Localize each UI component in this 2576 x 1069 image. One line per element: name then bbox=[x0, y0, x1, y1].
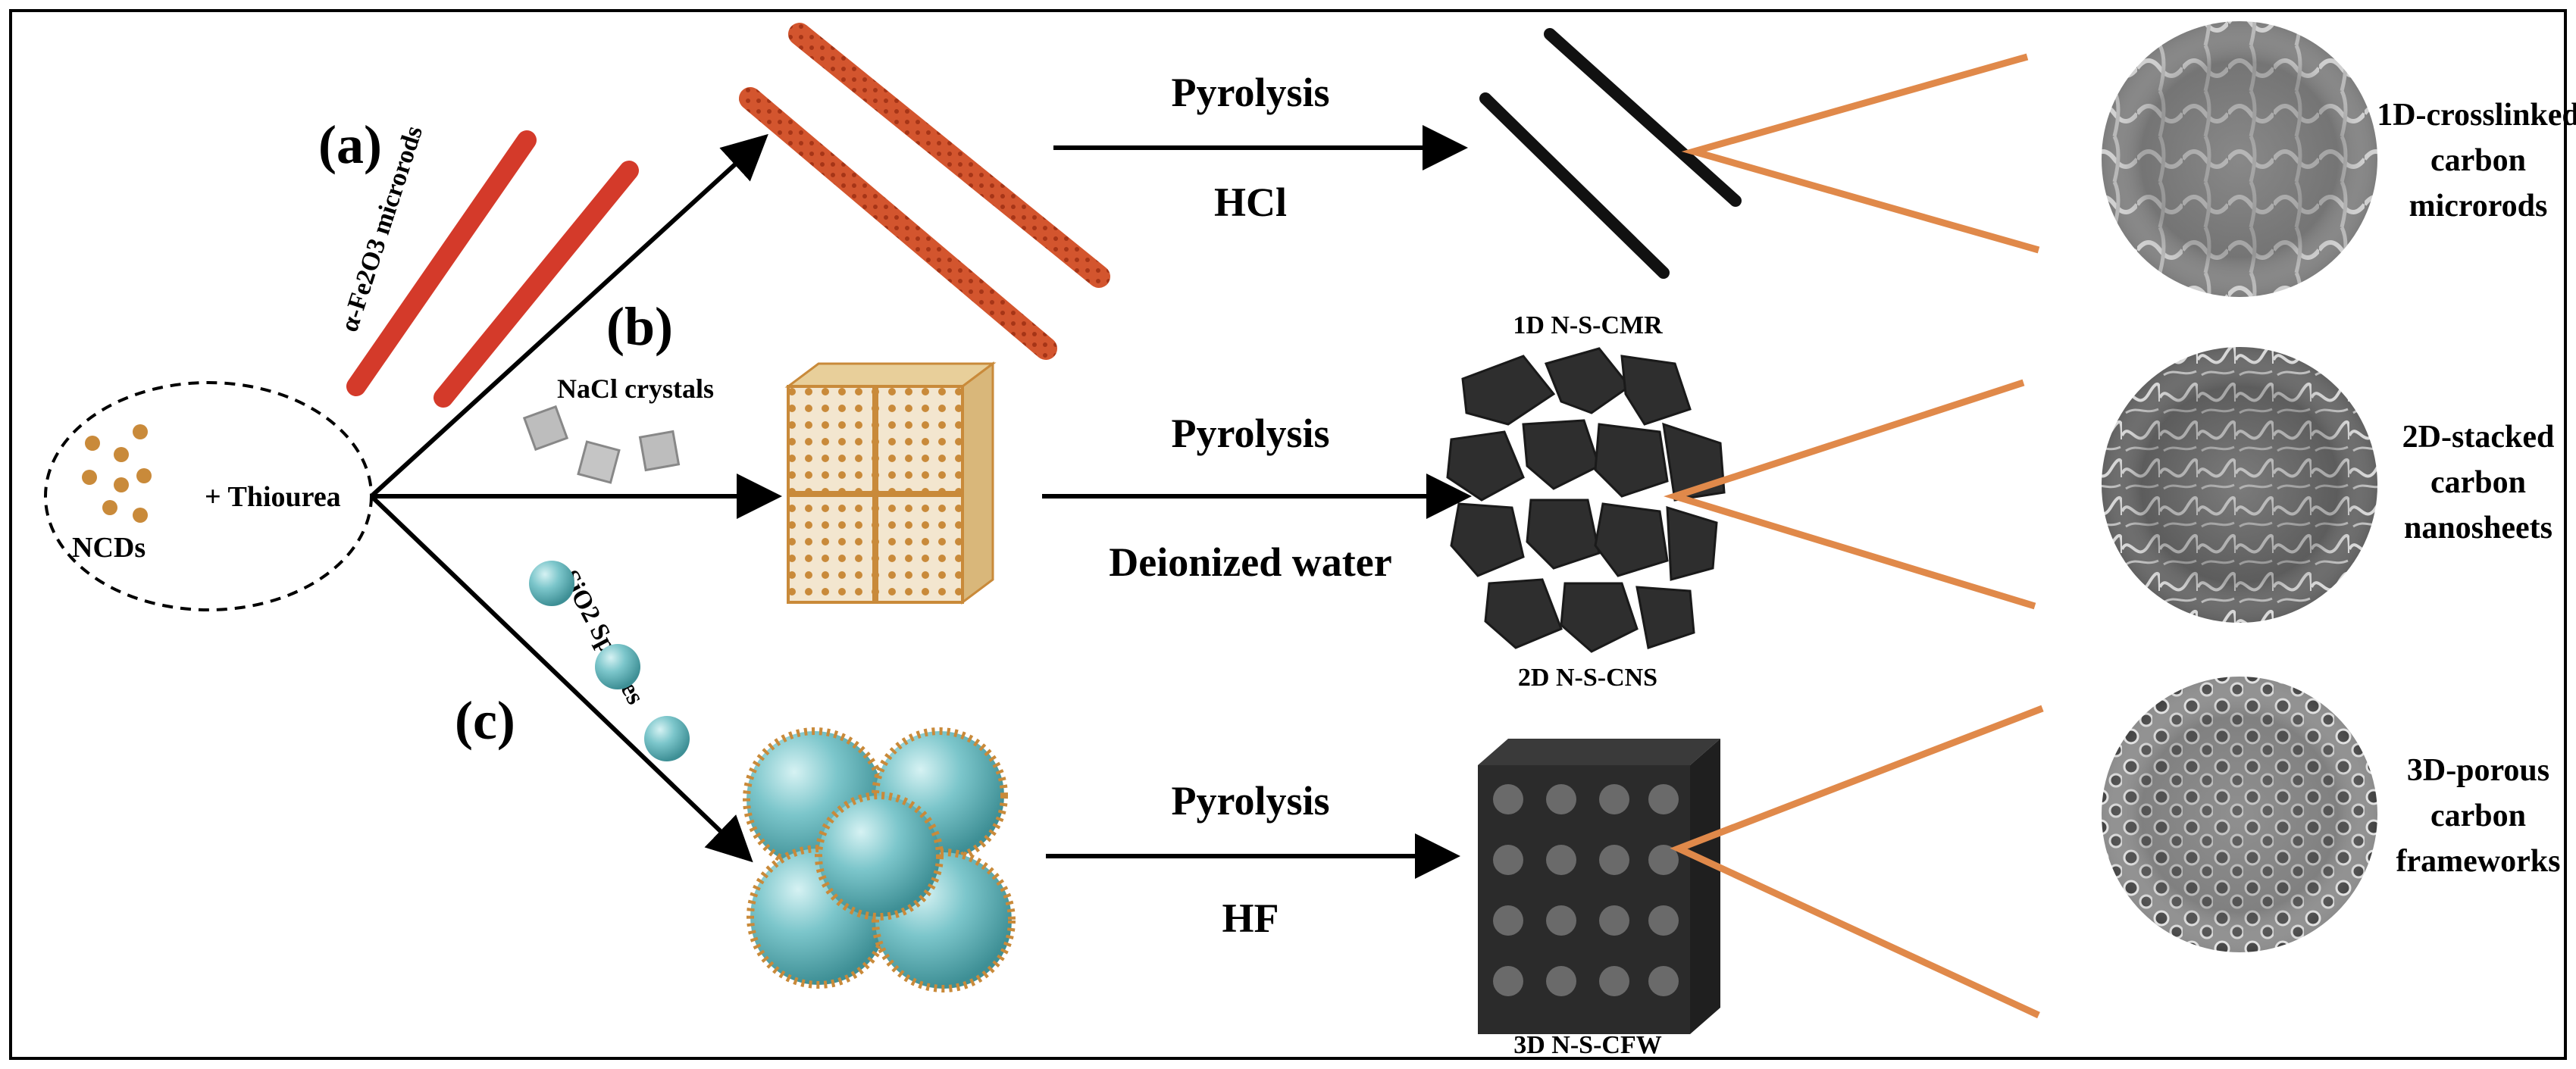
label-a: (a) bbox=[318, 114, 382, 175]
result-3-line3: frameworks bbox=[2396, 844, 2561, 879]
nacl-template-cube bbox=[784, 361, 997, 605]
product-3d-cube bbox=[1478, 739, 1720, 1034]
label-b: (b) bbox=[606, 296, 673, 357]
step2-bottom: Deionized water bbox=[1109, 539, 1391, 585]
connector-2 bbox=[1664, 379, 2036, 610]
outer-frame bbox=[9, 9, 2567, 1060]
nacl-cubes bbox=[522, 405, 681, 484]
product-2-label: 2D N-S-CNS bbox=[1518, 664, 1657, 692]
product-1-label: 1D N-S-CMR bbox=[1513, 311, 1663, 339]
label-c: (c) bbox=[455, 690, 515, 751]
ncds-label: NCDs bbox=[72, 532, 146, 564]
sio2-template-cluster bbox=[743, 727, 1016, 992]
zoom-connectors bbox=[1664, 53, 2044, 1019]
sio2-spheres bbox=[529, 561, 690, 761]
result-3-line1: 3D-porous bbox=[2407, 753, 2549, 788]
step1-bottom: HCl bbox=[1214, 180, 1287, 225]
connector-3 bbox=[1670, 705, 2044, 1019]
result-1-line3: microrods bbox=[2409, 189, 2548, 223]
process-arrows bbox=[1042, 125, 1472, 879]
product-2d-sheets bbox=[1446, 347, 1726, 653]
branch-arrow-c bbox=[369, 494, 753, 863]
sem-image-2 bbox=[2099, 345, 2380, 625]
result-3-line2: carbon bbox=[2430, 799, 2526, 833]
templated-rods bbox=[739, 23, 1110, 360]
branch-arrows bbox=[369, 133, 782, 863]
result-2-line1: 2D-stacked bbox=[2402, 420, 2555, 455]
result-2-line2: carbon bbox=[2430, 465, 2526, 500]
nacl-label: NaCl crystals bbox=[557, 374, 714, 404]
thiourea-label: + Thiourea bbox=[205, 481, 341, 513]
precursor-group: NCDs + Thiourea bbox=[44, 381, 373, 611]
step1-top: Pyrolysis bbox=[1171, 70, 1329, 115]
connector-1 bbox=[1681, 53, 2040, 254]
result-1-line2: carbon bbox=[2430, 143, 2526, 178]
step2-top: Pyrolysis bbox=[1171, 411, 1329, 456]
step3-bottom: HF bbox=[1222, 896, 1279, 941]
branch-arrow-a bbox=[369, 133, 768, 499]
product-1d-rods bbox=[1479, 28, 1742, 279]
step3-top: Pyrolysis bbox=[1171, 778, 1329, 824]
result-2-line3: nanosheets bbox=[2404, 511, 2553, 545]
product-3-label: 3D N-S-CFW bbox=[1513, 1031, 1661, 1059]
result-1-line1: 1D-crosslinked bbox=[2377, 98, 2576, 133]
sem-image-3 bbox=[2099, 674, 2380, 955]
ncd-dots bbox=[82, 424, 152, 523]
fe2o3-rods bbox=[346, 130, 639, 408]
sem-image-1 bbox=[2099, 19, 2380, 299]
